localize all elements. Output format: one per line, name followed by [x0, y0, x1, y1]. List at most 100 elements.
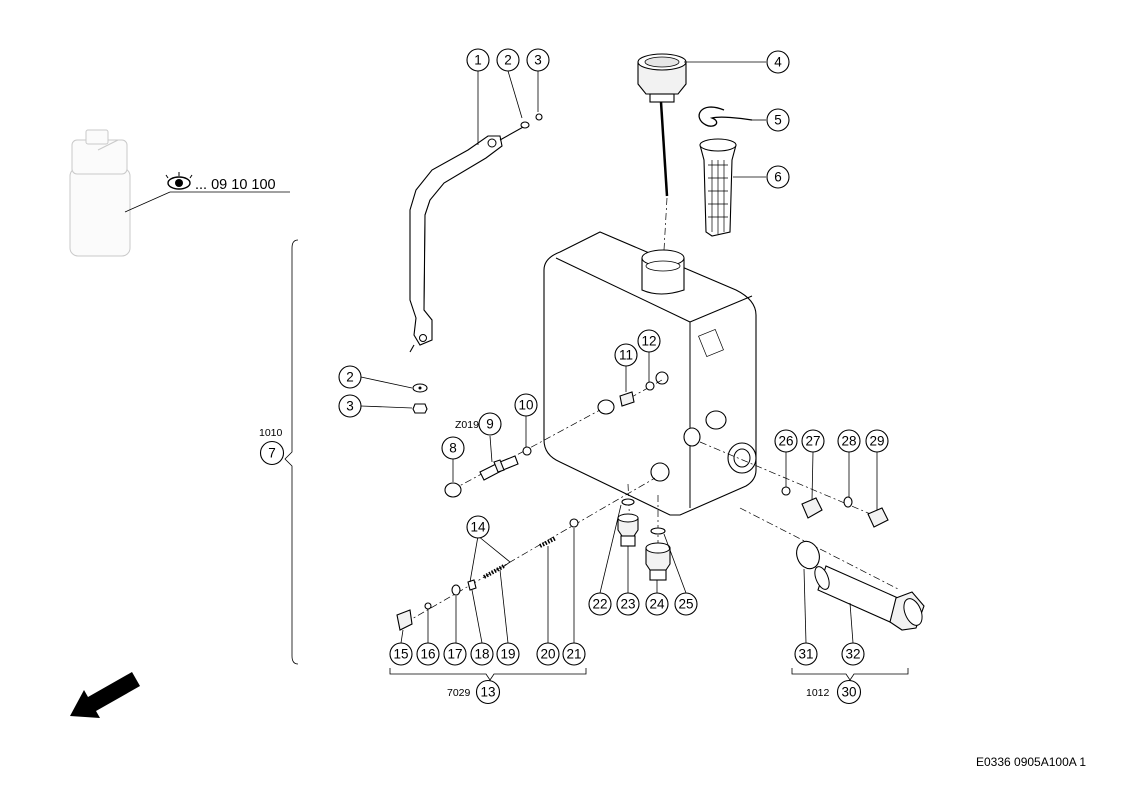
- ring-22: [621, 498, 635, 506]
- callout-6: 6: [766, 165, 790, 189]
- callout-20: 20: [536, 642, 560, 666]
- svg-text:12: 12: [641, 334, 656, 349]
- callout-16: 16: [416, 642, 440, 666]
- seal-21: [569, 518, 579, 528]
- spring-19: [483, 564, 505, 579]
- callout-4: 4: [766, 50, 790, 74]
- sensor-9: [479, 455, 519, 481]
- group-13-number: 13: [475, 679, 501, 705]
- svg-text:5: 5: [774, 113, 782, 128]
- seal-ring-12: [645, 381, 655, 391]
- plug-15: [396, 609, 413, 631]
- fitting-29: [867, 507, 889, 528]
- eye-icon: [165, 172, 193, 190]
- svg-text:20: 20: [540, 647, 555, 662]
- arrow-down-left-icon: [70, 672, 140, 718]
- svg-text:4: 4: [774, 55, 782, 70]
- svg-text:10: 10: [518, 398, 533, 413]
- ring-25: [650, 527, 666, 535]
- callout-19: 19: [496, 642, 520, 666]
- fitting-11: [619, 391, 635, 407]
- group-30-number: 30: [836, 679, 862, 705]
- filler-cap: [637, 53, 687, 197]
- callout-2-bottom: 2: [338, 365, 362, 389]
- svg-text:9: 9: [486, 417, 494, 432]
- ring-28: [843, 496, 853, 508]
- return-filter-32: [814, 565, 925, 631]
- svg-text:22: 22: [592, 597, 607, 612]
- svg-text:26: 26: [778, 434, 793, 449]
- svg-text:3: 3: [534, 53, 542, 68]
- callout-21: 21: [562, 642, 586, 666]
- fitting-24: [645, 542, 671, 581]
- callout-8: 8: [441, 436, 465, 460]
- callout-22: 22: [588, 592, 612, 616]
- svg-text:14: 14: [470, 520, 486, 535]
- callout-27: 27: [801, 429, 825, 453]
- callout-12: 12: [637, 329, 661, 353]
- svg-text:32: 32: [845, 647, 860, 662]
- drawing-code: E0336 0905A100A 1: [976, 755, 1086, 769]
- svg-text:31: 31: [798, 647, 813, 662]
- group-13-bracket: [389, 668, 587, 681]
- svg-text:23: 23: [620, 597, 635, 612]
- svg-text:17: 17: [447, 647, 462, 662]
- svg-text:15: 15: [393, 647, 408, 662]
- callout-28: 28: [837, 429, 861, 453]
- svg-text:1: 1: [474, 53, 482, 68]
- callout-31: 31: [794, 642, 818, 666]
- svg-text:28: 28: [841, 434, 856, 449]
- svg-text:19: 19: [500, 647, 515, 662]
- piston-18: [467, 579, 477, 591]
- svg-text:24: 24: [649, 597, 665, 612]
- z019-label: Z019: [455, 419, 479, 431]
- svg-text:21: 21: [566, 647, 581, 662]
- ring-16: [424, 602, 432, 610]
- callout-1: 1: [466, 48, 490, 72]
- ring-17: [451, 584, 461, 596]
- callout-11: 11: [614, 343, 638, 367]
- callout-17: 17: [443, 642, 467, 666]
- svg-text:27: 27: [805, 434, 820, 449]
- svg-text:8: 8: [449, 441, 457, 456]
- callout-24: 24: [645, 592, 669, 616]
- callout-18: 18: [470, 642, 494, 666]
- callout-23: 23: [616, 592, 640, 616]
- svg-text:2: 2: [504, 53, 512, 68]
- callout-2-top: 2: [496, 48, 520, 72]
- callout-9: 9: [478, 412, 502, 436]
- ring-8: [444, 482, 462, 498]
- o-ring-31: [796, 540, 820, 570]
- svg-text:6: 6: [774, 170, 782, 185]
- svg-text:16: 16: [420, 647, 435, 662]
- svg-text:18: 18: [474, 647, 489, 662]
- callout-10: 10: [514, 393, 538, 417]
- reference-filter-ghost: [69, 129, 131, 257]
- svg-text:29: 29: [869, 434, 884, 449]
- filler-strainer: [699, 138, 737, 237]
- callout-5: 5: [766, 108, 790, 132]
- fitting-27: [801, 497, 823, 519]
- callout-29: 29: [865, 429, 889, 453]
- svg-text:25: 25: [678, 597, 693, 612]
- group-13-code: 7029: [447, 687, 471, 699]
- callout-3-top: 3: [526, 48, 550, 72]
- svg-text:2: 2: [346, 370, 354, 385]
- group-7-bracket: [284, 239, 299, 665]
- ring-26: [781, 486, 791, 496]
- group-7-number: 7: [259, 440, 285, 466]
- ring-10: [522, 446, 532, 456]
- spring-clip: [698, 106, 753, 127]
- fitting-23: [617, 513, 639, 547]
- svg-text:7: 7: [268, 446, 276, 461]
- callout-14: 14: [466, 515, 490, 539]
- cross-reference-text: ... 09 10 100: [195, 177, 276, 193]
- svg-text:11: 11: [619, 348, 633, 363]
- callout-3-bottom: 3: [338, 394, 362, 418]
- group-30-code: 1012: [806, 687, 830, 699]
- spring-20: [539, 536, 557, 548]
- svg-text:13: 13: [480, 685, 495, 700]
- callout-25: 25: [674, 592, 698, 616]
- group-7-code: 1010: [259, 427, 283, 439]
